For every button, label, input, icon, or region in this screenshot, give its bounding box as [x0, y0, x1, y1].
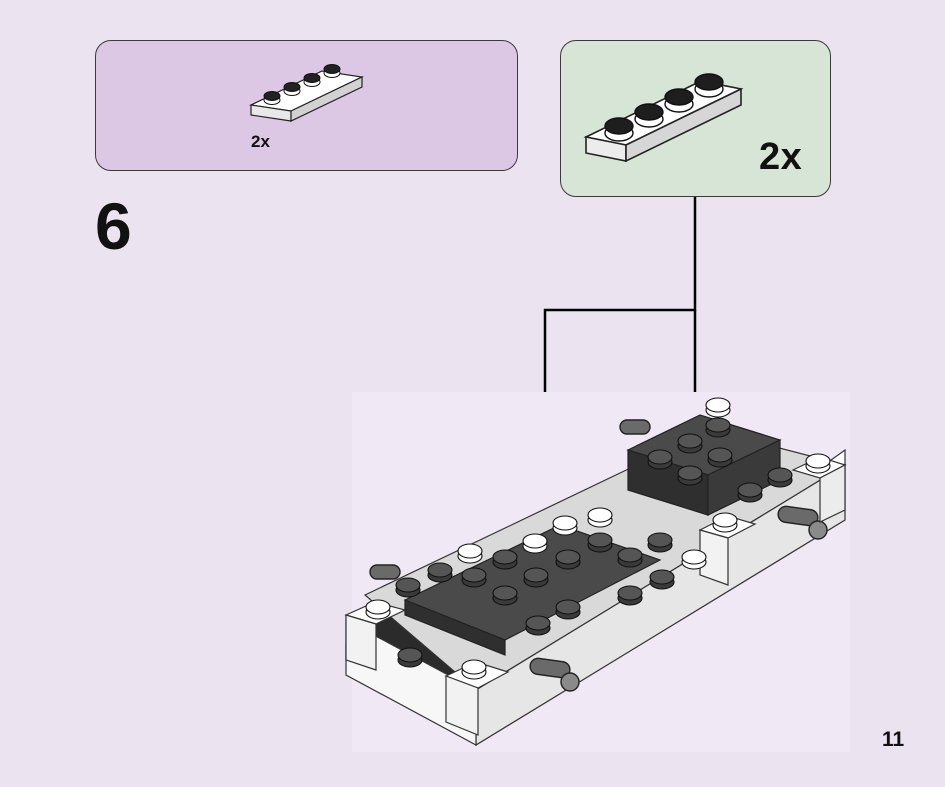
subassembly-callout: 2x: [560, 40, 831, 197]
page-number: 11: [882, 728, 905, 751]
parts-quantity: 2x: [251, 132, 270, 151]
parts-callout: 2x: [95, 40, 518, 171]
subassembly-quantity: 2x: [759, 136, 803, 178]
step-number: 6: [95, 189, 132, 263]
plate-1x4-white-large-icon: [583, 73, 744, 163]
plate-1x4-white-icon: [248, 64, 365, 122]
